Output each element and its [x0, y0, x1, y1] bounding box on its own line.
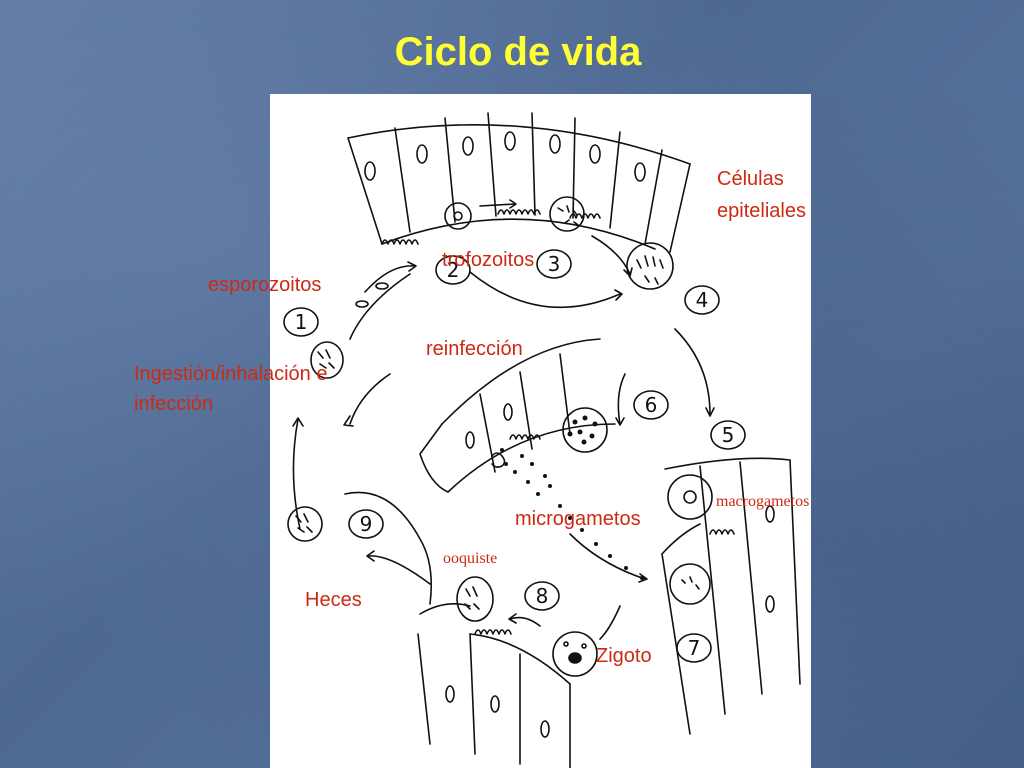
epithelium-right	[661, 457, 801, 735]
label-celulas: Células	[717, 168, 784, 190]
stage-number-9: 9	[360, 512, 373, 536]
epithelium-bottom	[417, 576, 571, 768]
stage-number-3: 3	[548, 252, 561, 276]
label-microgametos: microgametos	[515, 508, 641, 530]
stage-number-1: 1	[295, 310, 308, 334]
life-cycle-drawing: 1 2 3 4 5 6 7 8 9	[283, 112, 801, 768]
life-cycle-diagram: 1 2 3 4 5 6 7 8 9	[270, 94, 811, 768]
label-ingestion-line2: infección	[134, 393, 213, 415]
stage-number-7: 7	[688, 636, 701, 660]
stage-number-6: 6	[645, 393, 658, 417]
stage-number-4: 4	[696, 288, 709, 312]
stage-number-8: 8	[536, 584, 549, 608]
label-ooquiste: ooquiste	[443, 550, 498, 567]
label-ingestion-line1: Ingestión/inhalación e	[134, 363, 328, 385]
slide-title: Ciclo de vida	[394, 30, 642, 74]
label-esporozoitos: esporozoitos	[208, 274, 322, 296]
stage-number-2: 2	[447, 258, 460, 282]
label-epiteliales: epiteliales	[717, 200, 806, 222]
label-heces: Heces	[305, 589, 362, 611]
epithelium-top	[347, 112, 691, 253]
label-trofozoitos: trofozoitos	[442, 249, 535, 271]
label-macrogametos: macrogametos	[716, 493, 810, 510]
stage-number-5: 5	[722, 423, 735, 447]
label-zigoto: Zigoto	[596, 645, 652, 667]
label-reinfeccion: reinfección	[426, 338, 523, 360]
